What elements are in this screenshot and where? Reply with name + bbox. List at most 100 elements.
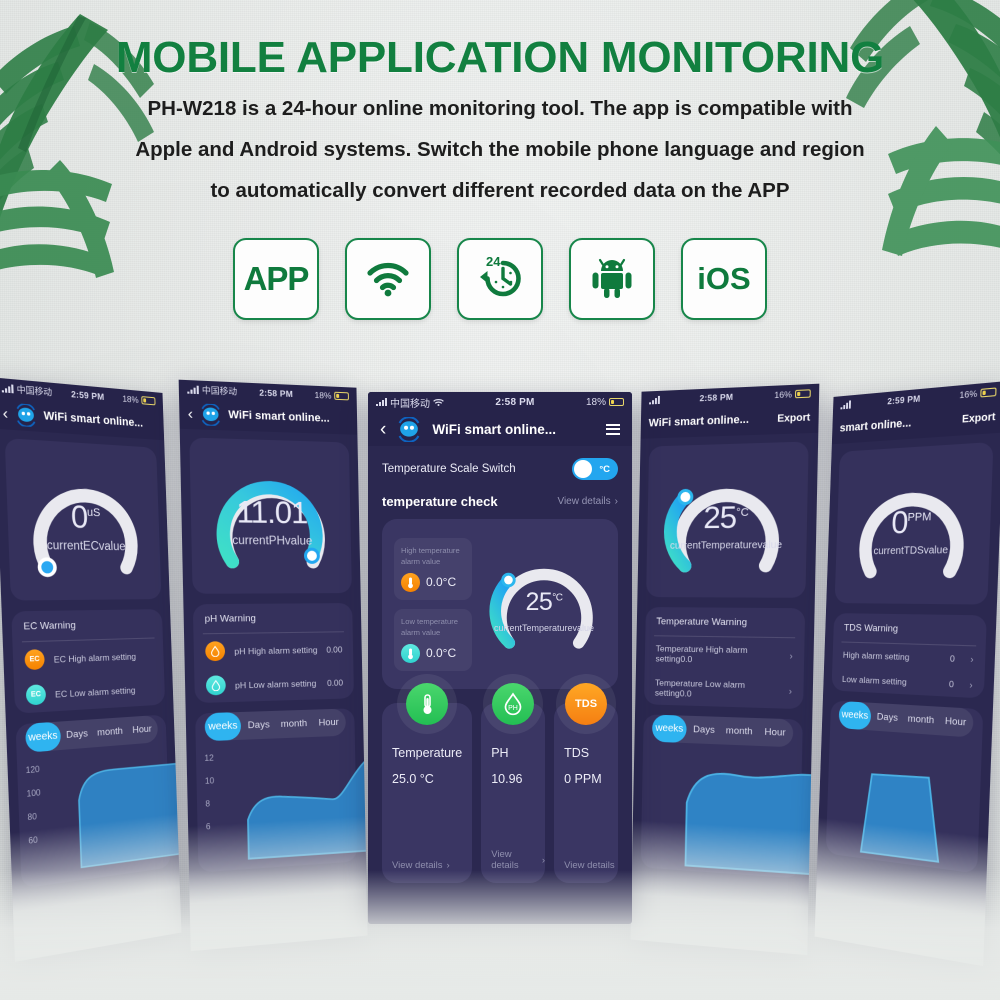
phone-screen-temperature-main[interactable]: 中国移动 2:58 PM 18% ‹ [368,392,632,924]
view-details-link[interactable]: View details › [557,496,618,507]
low-temp-alarm-box[interactable]: Low temperature alarm value 0.0°C [394,608,472,671]
chevron-right-icon: › [614,496,618,507]
app-logo-icon [199,403,222,426]
temperature-high-alarm-row[interactable]: Temperature High alarm setting0.0 › [645,636,805,674]
tab-days[interactable]: Days [247,719,270,732]
24h-badge[interactable]: 24 [457,238,543,320]
app-logo-icon [396,415,422,443]
temperature-high-alarm-label: Temperature High alarm setting0.0 [655,643,748,665]
tds-gauge-label: currentTDSvalue [873,544,949,557]
tab-weeks[interactable]: weeks [651,714,687,744]
back-icon[interactable]: ‹ [187,404,194,423]
back-icon[interactable]: ‹ [2,403,9,423]
metric-card-tds[interactable]: TDS TDS 0 PPM View details [554,683,618,883]
temperature-low-alarm-row[interactable]: Temperature Low alarm setting0.0 › [644,670,804,709]
tab-hour[interactable]: Hour [318,716,339,729]
battery-percent: 18% [585,396,606,408]
temperature-scale-switch-row[interactable]: Temperature Scale Switch °C [368,446,632,490]
metric-link-ph[interactable]: View details› [491,849,546,871]
chevron-right-icon: › [969,679,973,691]
ph-low-alarm-row[interactable]: pH Low alarm setting 0.00 [194,665,354,703]
metric-value-ph: 10.96 [491,772,523,786]
signal-icon: 中国移动 [376,395,444,410]
high-temp-alarm-box[interactable]: High temperature alarm value 0.0°C [394,537,472,600]
svg-text:PH: PH [508,705,518,712]
phone-screen-ph[interactable]: 中国移动 2:58 PM 18% ‹ WiF [178,379,368,952]
ec-range-tabs[interactable]: weeks Days month Hour [25,715,159,753]
ytick-80: 80 [27,811,37,823]
ytick-12: 12 [204,753,214,764]
battery-percent: 18% [122,392,139,405]
tab-weeks[interactable]: weeks [25,721,61,753]
phone-screen-tds[interactable]: 2:59 PM 16% smart online... Export [814,381,1000,967]
temperature-gauge-unit: °C [736,506,749,519]
status-time: 2:59 PM [70,388,105,402]
wifi-icon [364,257,412,302]
phone-screen-ec[interactable]: 中国移动 2:59 PM 18% ‹ WiF [0,377,182,962]
app-text-icon: APP [243,260,310,297]
metric-card-row: Temperature 25.0 °C View details› PH PH … [368,683,632,883]
tab-weeks[interactable]: weeks [838,700,872,731]
scale-switch-label: Temperature Scale Switch [382,463,516,475]
ec-gauge-value: 0uS [70,498,101,536]
tab-hour[interactable]: Hour [132,723,152,737]
tab-days[interactable]: Days [65,728,89,742]
ec-gauge-label: currentECvalue [46,539,126,554]
tds-low-alarm-row[interactable]: Low alarm setting 0 › [831,666,984,698]
back-icon[interactable]: ‹ [380,418,387,440]
carrier-label: 中国移动 [390,398,430,410]
status-time: 2:58 PM [495,396,535,408]
tab-days[interactable]: Days [693,724,715,737]
ph-high-alarm-label: pH High alarm setting [234,644,318,657]
ec-low-alarm-row[interactable]: EC EC Low alarm setting [14,671,165,713]
metric-card-temperature[interactable]: Temperature 25.0 °C View details› [382,683,473,883]
tab-month[interactable]: month [907,713,935,727]
ph-range-tabs[interactable]: weeks Days month Hour [204,708,347,742]
ph-high-alarm-value: 0.00 [326,643,343,655]
ph-high-alarm-row[interactable]: pH High alarm setting 0.00 [193,632,353,669]
app-badge[interactable]: APP [233,238,319,320]
tds-icon: TDS [565,683,608,725]
menu-icon[interactable] [606,423,620,435]
page-subtitle: PH-W218 is a 24-hour online monitoring t… [90,88,910,211]
svg-text:24: 24 [486,254,501,269]
tds-chart-card: weeks Days month Hour [825,700,984,874]
ios-badge[interactable]: iOS [681,238,767,320]
ph-warning-card: pH Warning pH High alarm setting 0.00 [192,603,355,704]
scale-toggle[interactable]: °C [572,458,618,480]
wifi-badge[interactable] [345,238,431,320]
ec-warning-card: EC Warning EC EC High alarm setting EC E… [11,609,166,714]
phone-screen-temperature-export[interactable]: 2:58 PM 16% WiFi smart online... Export [630,383,820,956]
export-button[interactable]: Export [777,411,811,425]
metric-link-tds[interactable]: View details [564,860,615,871]
subtitle-line-1: PH-W218 is a 24-hour online monitoring t… [147,97,853,120]
tab-weeks[interactable]: weeks [204,712,242,742]
ec-hot-pill-icon: EC [24,649,45,671]
temperature-range-tabs[interactable]: weeks Days month Hour [651,714,794,748]
ph-cold-pill-icon [205,675,226,696]
ec-gauge: 0uS currentECvalue [18,455,150,584]
tab-hour[interactable]: Hour [944,715,967,729]
tds-range-tabs[interactable]: weeks Days month Hour [838,700,974,738]
metric-value-tds: 0 PPM [564,772,602,786]
tab-month[interactable]: month [725,725,753,738]
android-icon [590,254,634,305]
nav-title: WiFi smart online... [228,408,330,425]
tab-hour[interactable]: Hour [764,726,786,739]
tds-gauge-card: 0PPM currentTDSvalue [834,441,994,605]
metric-name-ph: PH [491,746,509,760]
tab-month[interactable]: month [280,717,308,731]
metric-link-temperature[interactable]: View details› [392,860,450,871]
nav-bar: ‹ WiFi smart online... [368,412,632,446]
android-badge[interactable] [569,238,655,320]
export-button[interactable]: Export [961,410,996,426]
battery-percent: 16% [959,387,978,400]
status-time: 2:58 PM [699,391,734,403]
metric-card-ph[interactable]: PH PH 10.96 View details› [481,683,546,883]
24-hour-clock-icon: 24 [475,253,525,306]
high-temp-alarm-value: 0.0°C [426,575,457,589]
tab-month[interactable]: month [96,725,124,739]
ec-gauge-unit: uS [86,506,101,520]
tab-days[interactable]: Days [876,711,899,724]
temperature-check-header: temperature check View details › [368,490,632,519]
